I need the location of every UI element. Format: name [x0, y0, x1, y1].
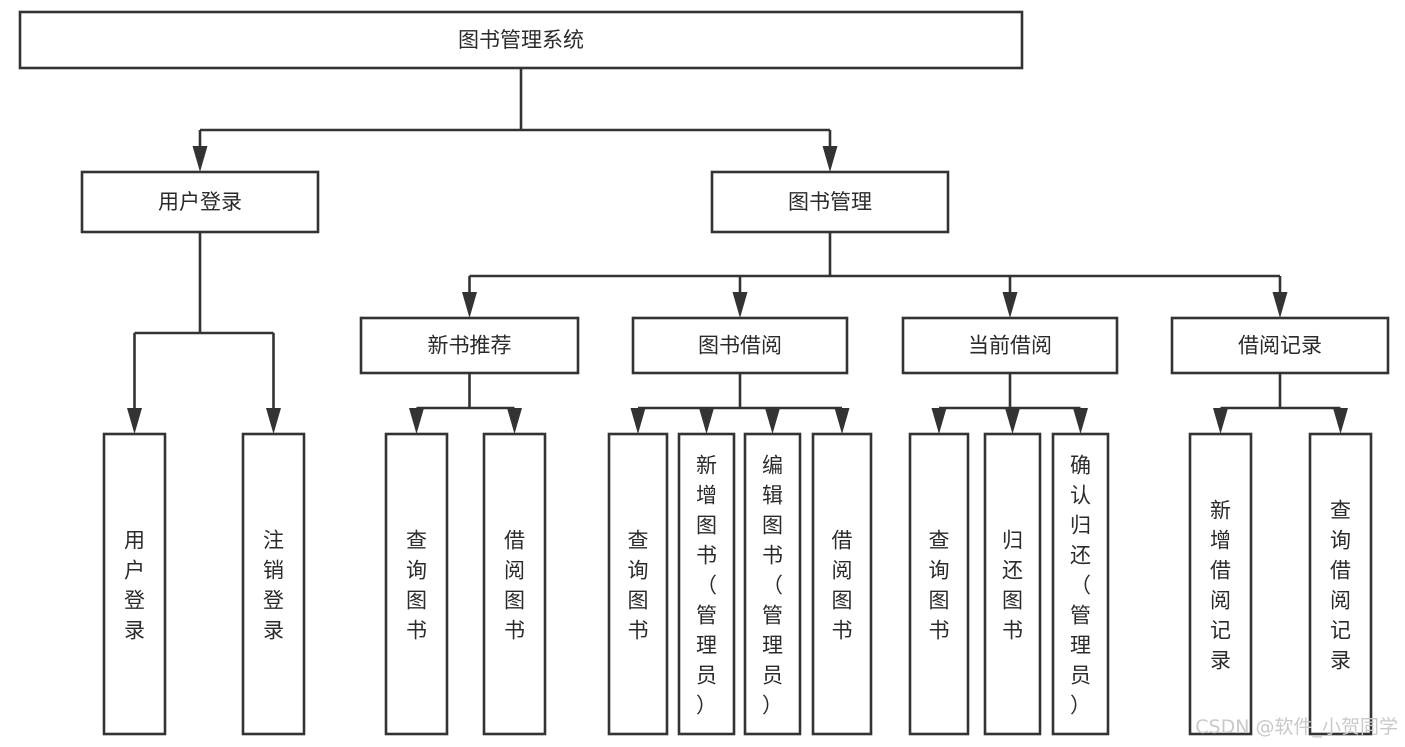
node-leaf_query_book_2[interactable]: 查询图书: [607, 432, 669, 736]
node-box-root: [18, 10, 1024, 70]
node-leaf_add_book[interactable]: 新增图书（管理员）: [677, 432, 736, 736]
node-label-book_manage: 图书管理: [788, 190, 872, 214]
node-label-book_borrow: 图书借阅: [698, 334, 782, 358]
node-user_login[interactable]: 用户登录: [80, 170, 320, 234]
node-box-leaf_add_record: [1188, 432, 1253, 736]
node-box-book_borrow: [631, 316, 849, 375]
node-label-leaf_return_book: 归还图书: [1002, 528, 1023, 642]
edge-arrow-leaf_query_book_1: [409, 408, 424, 434]
edge-group-book_manage: [462, 232, 1288, 318]
connectors-layer: [127, 68, 1348, 434]
node-current_borrow[interactable]: 当前借阅: [901, 316, 1119, 375]
node-label-leaf_query_record: 查询借阅记录: [1330, 498, 1351, 672]
node-leaf_borrow_book_2[interactable]: 借阅图书: [811, 432, 873, 736]
node-label-leaf_borrow_book_2: 借阅图书: [832, 528, 853, 642]
edge-group-book_borrow: [630, 373, 850, 434]
node-leaf_logout[interactable]: 注销登录: [241, 432, 306, 736]
node-box-leaf_query_book_2: [607, 432, 669, 736]
node-box-leaf_add_book: [677, 432, 736, 736]
node-leaf_confirm_return[interactable]: 确认归还（管理员）: [1051, 432, 1110, 736]
edge-arrow-leaf_add_book: [699, 408, 714, 434]
node-leaf_return_book[interactable]: 归还图书: [983, 432, 1042, 736]
node-book_manage[interactable]: 图书管理: [710, 170, 950, 234]
node-label-leaf_user_login: 用户登录: [124, 528, 145, 642]
csdn-watermark: CSDN @软件_小贺同学: [1195, 716, 1398, 738]
node-new_book_rec[interactable]: 新书推荐: [359, 316, 580, 375]
edge-arrow-book_borrow: [732, 292, 748, 318]
node-box-leaf_edit_book: [743, 432, 802, 736]
node-book_borrow[interactable]: 图书借阅: [631, 316, 849, 375]
node-box-leaf_confirm_return: [1051, 432, 1110, 736]
node-label-leaf_query_book_3: 查询图书: [929, 528, 950, 642]
edge-arrow-leaf_return_book: [1005, 408, 1020, 434]
node-label-new_book_rec: 新书推荐: [428, 334, 512, 358]
edge-arrow-leaf_user_login: [127, 408, 142, 434]
node-label-leaf_borrow_book_1: 借阅图书: [504, 528, 525, 642]
nodes-layer: 图书管理系统用户登录图书管理新书推荐图书借阅当前借阅借阅记录用户登录注销登录查询…: [18, 10, 1390, 736]
node-box-leaf_query_book_3: [908, 432, 970, 736]
edge-group-new_book_rec: [409, 373, 522, 434]
node-box-user_login: [80, 170, 320, 234]
node-box-new_book_rec: [359, 316, 580, 375]
node-label-leaf_confirm_return: 确认归还（管理员）: [1070, 453, 1091, 717]
edge-group-borrow_record: [1213, 373, 1348, 434]
edge-group-user_login: [127, 232, 281, 434]
node-label-leaf_logout: 注销登录: [263, 528, 284, 642]
node-label-borrow_record: 借阅记录: [1238, 334, 1322, 358]
edge-group-current_borrow: [931, 373, 1088, 434]
edge-arrow-leaf_confirm_return: [1073, 408, 1088, 434]
node-leaf_edit_book[interactable]: 编辑图书（管理员）: [743, 432, 802, 736]
node-label-leaf_query_book_1: 查询图书: [406, 528, 427, 642]
node-label-leaf_add_record: 新增借阅记录: [1210, 498, 1231, 672]
node-box-leaf_logout: [241, 432, 306, 736]
node-box-book_manage: [710, 170, 950, 234]
edge-arrow-new_book_rec: [462, 292, 477, 318]
node-leaf_borrow_book_1[interactable]: 借阅图书: [482, 432, 547, 736]
node-label-leaf_add_book: 新增图书（管理员）: [696, 453, 717, 717]
edge-arrow-leaf_query_book_3: [931, 408, 947, 434]
node-box-borrow_record: [1170, 316, 1390, 375]
node-label-root: 图书管理系统: [458, 28, 584, 52]
edge-arrow-leaf_borrow_book_2: [834, 408, 850, 434]
edge-arrow-user_login: [192, 146, 208, 172]
node-box-leaf_borrow_book_2: [811, 432, 873, 736]
node-label-leaf_edit_book: 编辑图书（管理员）: [762, 453, 783, 717]
edge-arrow-leaf_borrow_book_1: [507, 408, 522, 434]
node-label-leaf_query_book_2: 查询图书: [628, 528, 649, 642]
node-box-leaf_return_book: [983, 432, 1042, 736]
edge-arrow-leaf_query_record: [1333, 408, 1348, 434]
node-box-leaf_query_book_1: [384, 432, 449, 736]
node-leaf_add_record[interactable]: 新增借阅记录: [1188, 432, 1253, 736]
node-borrow_record[interactable]: 借阅记录: [1170, 316, 1390, 375]
node-box-current_borrow: [901, 316, 1119, 375]
edge-arrow-leaf_logout: [266, 408, 281, 434]
edge-group-root: [192, 68, 838, 172]
edge-arrow-leaf_query_book_2: [630, 408, 646, 434]
edge-arrow-borrow_record: [1272, 292, 1288, 318]
node-root[interactable]: 图书管理系统: [18, 10, 1024, 70]
node-leaf_query_book_3[interactable]: 查询图书: [908, 432, 970, 736]
edge-arrow-leaf_edit_book: [765, 408, 780, 434]
node-leaf_user_login[interactable]: 用户登录: [102, 432, 167, 736]
node-box-leaf_query_record: [1308, 432, 1373, 736]
edge-arrow-current_borrow: [1002, 292, 1018, 318]
edge-arrow-leaf_add_record: [1213, 408, 1228, 434]
node-leaf_query_book_1[interactable]: 查询图书: [384, 432, 449, 736]
edge-arrow-book_manage: [822, 146, 838, 172]
node-box-leaf_user_login: [102, 432, 167, 736]
node-box-leaf_borrow_book_1: [482, 432, 547, 736]
node-label-user_login: 用户登录: [158, 190, 242, 214]
node-label-current_borrow: 当前借阅: [968, 334, 1052, 358]
node-leaf_query_record[interactable]: 查询借阅记录: [1308, 432, 1373, 736]
